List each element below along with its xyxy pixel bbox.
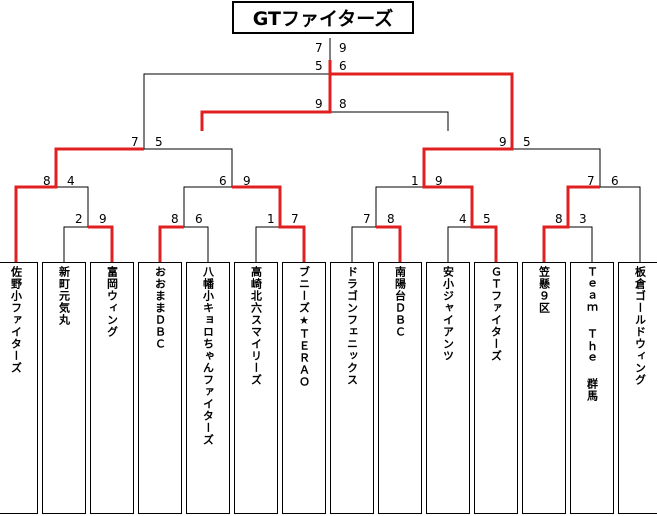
team-box: 高崎北六スマイリーズ [234,262,278,514]
champion-box: GTファイターズ [232,1,414,34]
score-label: 3 [579,212,587,226]
team-box: おおままＤＢＣ [138,262,182,514]
winner-line [158,225,184,262]
score-label: 5 [315,59,323,73]
score-label: 8 [387,212,395,226]
bracket-line [143,73,330,149]
bracket-line [375,186,424,227]
score-label: 4 [459,212,467,226]
score-label: 7 [291,212,299,226]
score-label: 9 [315,97,323,111]
bracket-line [330,111,449,131]
score-label: 9 [499,135,507,149]
bracket-line [184,226,209,262]
team-name: 板倉ゴールドウィング [633,266,647,386]
winner-line [200,74,332,131]
team-box: 富岡ウィング [90,262,134,514]
score-label: 5 [483,212,491,226]
bracket-line [144,148,233,187]
score-label: 7 [315,41,323,55]
winner-line [232,185,306,262]
bracket-line [600,186,641,262]
team-name: 笠懸９区 [537,266,551,314]
team-box: ブニーズ★ＴＥＲＡＯ [282,262,326,514]
team-box: 板倉ゴールドウィング [618,262,657,514]
score-label: 4 [67,174,75,188]
score-label: 7 [131,135,139,149]
team-name: ブニーズ★ＴＥＲＡＯ [297,266,311,388]
bracket-line [351,226,376,262]
score-label: 1 [267,212,275,226]
score-label: 5 [523,135,531,149]
score-label: 9 [99,212,107,226]
team-box: 新町元気丸 [42,262,86,514]
team-box: ＧＴファイターズ [474,262,518,514]
score-label: 8 [555,212,563,226]
team-name: おおままＤＢＣ [153,266,167,350]
team-box: ドラゴンフェニックス [330,262,374,514]
team-name: 南陽台ＤＢＣ [393,266,407,338]
winner-line [376,225,402,262]
score-label: 6 [339,59,347,73]
team-name: 八幡小キョロちゃんファイターズ [201,266,215,446]
score-label: 7 [363,212,371,226]
team-box: 佐野小ファイターズ [0,262,38,514]
team-box: Ｔｅａｍ Ｔｈｅ 群馬 [570,262,614,514]
score-label: 9 [339,41,347,55]
team-box: 笠懸９区 [522,262,566,514]
team-name: ＧＴファイターズ [489,266,503,362]
score-label: 6 [219,174,227,188]
team-name: 高崎北六スマイリーズ [249,266,263,386]
score-label: 7 [587,174,595,188]
score-label: 8 [43,174,51,188]
bracket-line [568,226,593,262]
team-box: 安小ジャイアンツ [426,262,470,514]
team-name: Ｔｅａｍ Ｔｈｅ 群馬 [585,266,599,402]
bracket-line [63,226,88,262]
champion-name: GTファイターズ [252,8,394,30]
score-label: 5 [155,135,163,149]
team-name: 新町元気丸 [57,266,71,326]
team-box: 八幡小キョロちゃんファイターズ [186,262,230,514]
score-label: 1 [411,174,419,188]
winner-line [330,72,514,262]
score-label: 9 [435,174,443,188]
bracket-line [447,226,472,262]
winner-line [88,225,114,262]
score-label: 8 [171,212,179,226]
score-label: 2 [75,212,83,226]
winner-line [542,185,600,262]
team-box: 南陽台ＤＢＣ [378,262,422,514]
team-name: 安小ジャイアンツ [441,266,455,362]
bracket-line [255,226,280,262]
score-label: 9 [243,174,251,188]
score-label: 6 [611,174,619,188]
score-label: 6 [195,212,203,226]
bracket-line [56,186,89,227]
bracket-line [183,186,232,227]
winner-line [14,147,144,262]
score-label: 8 [339,97,347,111]
bracket-line [512,148,601,187]
team-name: 富岡ウィング [105,266,119,338]
team-name: 佐野小ファイターズ [9,266,23,374]
team-name: ドラゴンフェニックス [345,266,359,386]
